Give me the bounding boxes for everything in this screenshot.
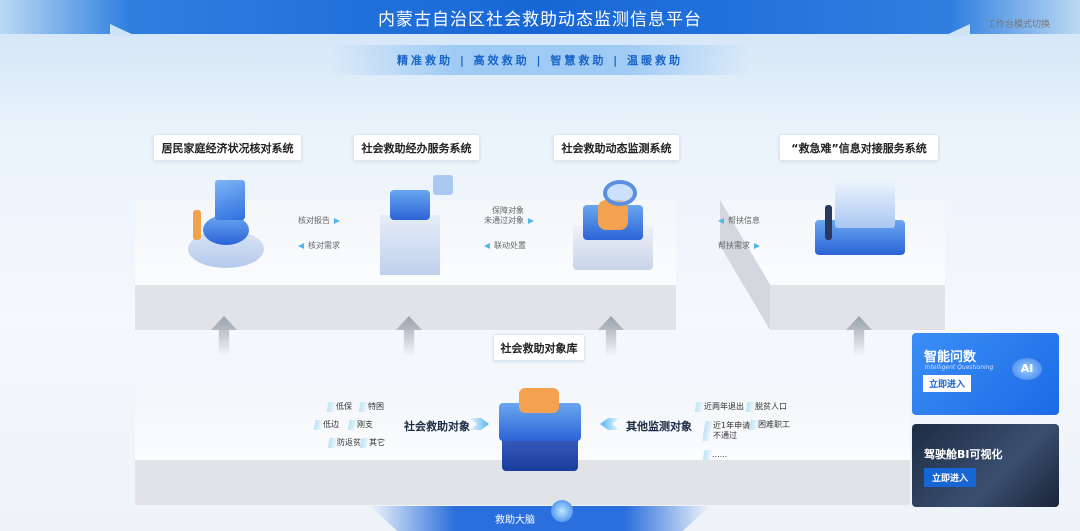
tag: 低保 bbox=[326, 402, 352, 412]
flow-label: 帮扶需求 bbox=[718, 240, 760, 251]
flow-label: 核对报告 bbox=[298, 215, 340, 226]
header-bar bbox=[0, 0, 1080, 34]
intelligent-questioning-card[interactable]: 智能问数 Intelligent Questioning 立即进入 AI bbox=[912, 333, 1059, 415]
system-label: 社会救助经办服务系统 bbox=[361, 141, 472, 155]
bi-cockpit-card[interactable]: 驾驶舱BI可视化 立即进入 bbox=[912, 424, 1059, 507]
system-label: “救急难”信息对接服务系统 bbox=[791, 141, 927, 155]
flow-label: 未通过对象 bbox=[484, 215, 534, 226]
system-monitoring[interactable]: 社会救助动态监测系统 bbox=[553, 134, 680, 161]
other-objects-title: 其他监测对象 bbox=[626, 420, 692, 433]
service-illustration bbox=[375, 170, 465, 280]
arrow-right-icon bbox=[469, 418, 489, 430]
tag: 脱贫人口 bbox=[745, 402, 787, 412]
emergency-illustration bbox=[810, 175, 910, 270]
tag: 近两年退出 bbox=[694, 402, 744, 412]
object-library-label[interactable]: 社会救助对象库 bbox=[493, 334, 585, 361]
library-illustration bbox=[497, 378, 583, 473]
tag: 其它 bbox=[359, 438, 385, 448]
slogan: 精准救助 | 高效救助 | 智慧救助 | 温暖救助 bbox=[396, 54, 684, 67]
aid-brain-label[interactable]: 救助大脑 bbox=[495, 515, 535, 526]
slogan-banner bbox=[330, 45, 750, 75]
tag: 近1年申请不通过 bbox=[703, 421, 753, 441]
system-label: 社会救助动态监测系统 bbox=[561, 141, 672, 155]
page-title: 内蒙古自治区社会救助动态监测信息平台 bbox=[378, 10, 702, 30]
tag: 低边 bbox=[313, 420, 339, 430]
household-check-illustration bbox=[183, 175, 269, 275]
system-household-check[interactable]: 居民家庭经济状况核对系统 bbox=[153, 134, 302, 161]
flow-label: 保障对象 bbox=[492, 206, 524, 215]
system-label: 居民家庭经济状况核对系统 bbox=[161, 141, 294, 155]
footer-bar bbox=[370, 506, 710, 531]
mode-switch-link[interactable]: 工作台模式切换 bbox=[986, 20, 1050, 30]
brain-icon bbox=[551, 500, 573, 522]
arrow-left-icon bbox=[600, 418, 620, 430]
flow-label: 核对需求 bbox=[298, 240, 340, 251]
social-aid-objects-title: 社会救助对象 bbox=[404, 420, 470, 433]
tag: ...... bbox=[702, 450, 728, 460]
system-emergency[interactable]: “救急难”信息对接服务系统 bbox=[779, 134, 939, 161]
tag: 刚支 bbox=[347, 420, 373, 430]
tag: 防返贫 bbox=[327, 438, 361, 448]
ai-icon: AI bbox=[1012, 358, 1042, 380]
enter-button[interactable]: 立即进入 bbox=[923, 375, 972, 392]
flow-label: 联动处置 bbox=[484, 240, 526, 251]
card-title: 智能问数 bbox=[924, 350, 977, 365]
tag: 困难职工 bbox=[748, 420, 790, 430]
library-label: 社会救助对象库 bbox=[500, 341, 578, 355]
tag: 特困 bbox=[358, 402, 384, 412]
system-service[interactable]: 社会救助经办服务系统 bbox=[353, 134, 480, 161]
monitoring-illustration bbox=[568, 180, 668, 275]
flow-label: 帮扶信息 bbox=[718, 215, 760, 226]
card-title: 驾驶舱BI可视化 bbox=[924, 448, 1003, 461]
card-subtitle: Intelligent Questioning bbox=[925, 364, 994, 371]
enter-button[interactable]: 立即进入 bbox=[924, 468, 977, 487]
